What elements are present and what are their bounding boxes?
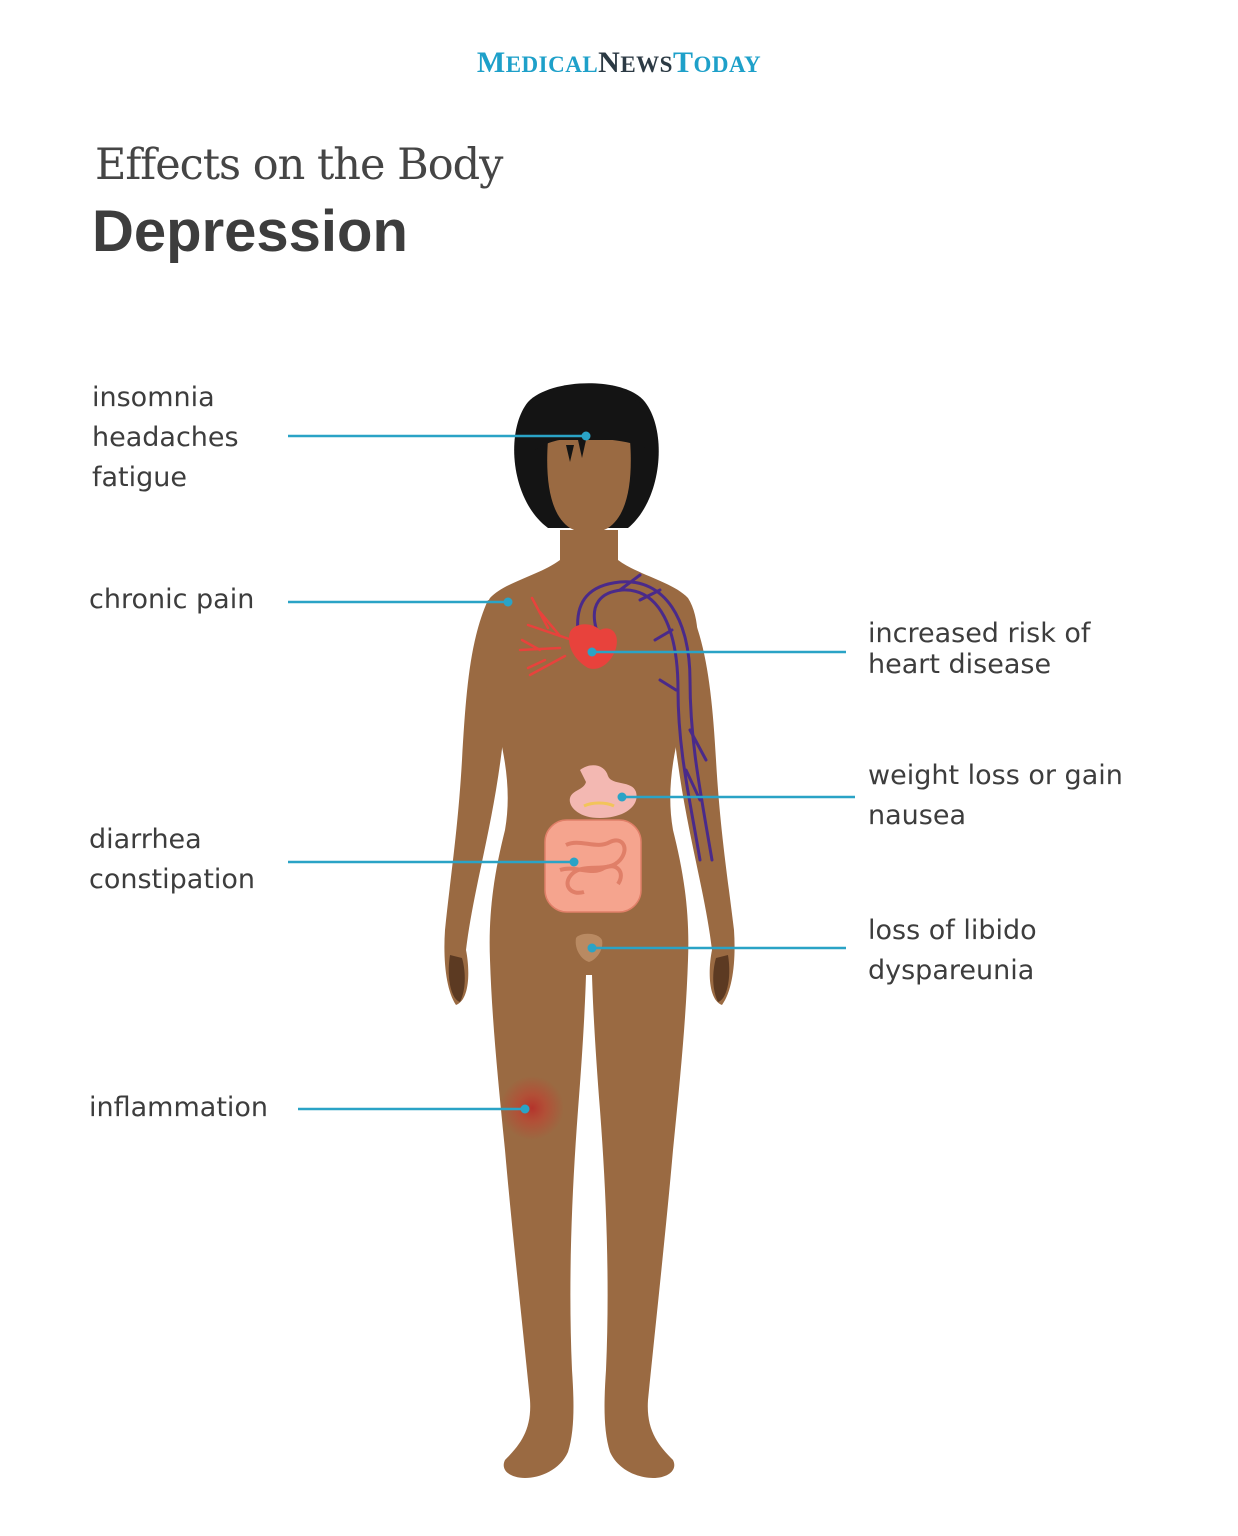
effect-inflammation: inflammation: [89, 1092, 269, 1123]
effects-heart-label: increased risk of heart disease: [868, 618, 1090, 680]
page-title: Depression: [92, 199, 408, 264]
body-silhouette: [444, 389, 735, 1478]
logo-news: NEWS: [598, 46, 673, 79]
effects-stomach-label: weight loss or gain nausea: [868, 756, 1123, 836]
effect-headaches: headaches: [92, 422, 239, 453]
inflammation-spot: [500, 1076, 564, 1140]
effect-chronic-pain: chronic pain: [89, 584, 255, 615]
effect-heart-disease: heart disease: [868, 649, 1052, 680]
effect-nausea: nausea: [868, 800, 966, 831]
effect-loss-of-libido: loss of libido: [868, 915, 1037, 946]
effects-thigh-label: inflammation: [89, 1088, 268, 1128]
logo-today: TODAY: [672, 46, 762, 79]
effect-weight-loss-or-gain: weight loss or gain: [868, 760, 1123, 791]
intestines: [544, 819, 642, 913]
veins: [576, 573, 714, 862]
effects-shoulder-label: chronic pain: [89, 580, 254, 620]
stomach: [569, 765, 637, 818]
effect-fatigue: fatigue: [92, 462, 188, 493]
leader-lines: [288, 431, 855, 1114]
effects-intestines-label: diarrhea constipation: [89, 820, 255, 900]
effects-head-label: insomnia headaches fatigue: [92, 378, 239, 498]
effect-increased-risk: increased risk of: [868, 618, 1091, 649]
effects-pelvis-label: loss of libido dyspareunia: [868, 911, 1037, 991]
medical-news-today-logo: MEDICALNEWSTODAY: [0, 46, 1238, 80]
heart: [518, 596, 617, 677]
effect-diarrhea: diarrhea: [89, 824, 202, 855]
effect-insomnia: insomnia: [92, 382, 215, 413]
effect-dyspareunia: dyspareunia: [868, 955, 1035, 986]
effect-constipation: constipation: [89, 864, 256, 895]
logo-medical: MEDICAL: [476, 46, 599, 79]
page-subtitle: Effects on the Body: [95, 140, 503, 190]
